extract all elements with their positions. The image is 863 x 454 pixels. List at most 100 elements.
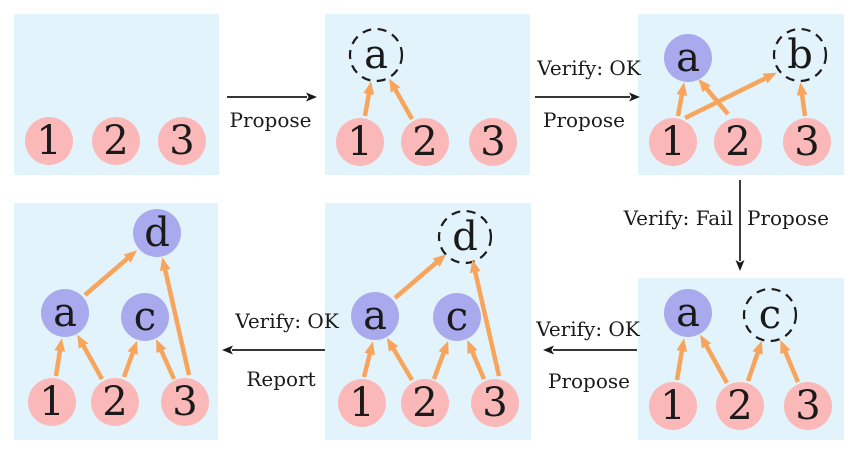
node-a: a	[664, 34, 712, 82]
node-c-label: c	[445, 294, 469, 340]
label-verify-fail-3: Verify: Fail	[623, 206, 733, 230]
edge-2-to-c	[121, 340, 138, 378]
proposed-outline-d	[437, 209, 493, 265]
node-d-label: d	[452, 214, 478, 260]
node-2-label: 2	[725, 119, 751, 165]
panel-verify-a-propose-b-edges	[675, 27, 828, 121]
label-report-5: Report	[246, 367, 316, 391]
edge-2-to-a	[700, 334, 729, 385]
node-1: 1	[338, 379, 386, 427]
node-1-label: 1	[36, 118, 62, 164]
node-3-label: 3	[794, 119, 820, 165]
node-c-label: c	[758, 292, 782, 338]
edge-1-to-a	[674, 338, 688, 381]
edge-1-to-a	[53, 338, 66, 377]
node-1: 1	[25, 117, 73, 165]
edge-3-to-c	[156, 339, 177, 380]
edge-2-to-a	[389, 78, 414, 121]
node-1: 1	[336, 118, 384, 166]
edge-1-to-a	[362, 81, 375, 117]
panel-propose-d-edges	[361, 209, 502, 382]
node-a-proposed: a	[352, 31, 400, 79]
proposed-outline-a	[348, 27, 404, 83]
node-3: 3	[161, 378, 209, 426]
node-b-proposed: b	[776, 31, 824, 79]
node-2-label: 2	[103, 118, 129, 164]
node-2-label: 2	[102, 379, 128, 425]
node-3-label: 3	[480, 119, 506, 165]
edge-3-to-d	[159, 257, 192, 376]
node-a: a	[41, 289, 89, 337]
node-3-label: 3	[172, 379, 198, 425]
node-1-label: 1	[347, 119, 373, 165]
node-2-label: 2	[727, 383, 753, 429]
edge-1-to-b	[684, 72, 777, 121]
node-a-label: a	[676, 35, 700, 81]
edge-3-to-b	[796, 82, 808, 117]
edge-3-to-c	[467, 340, 487, 380]
node-a-label: a	[364, 32, 388, 78]
edge-3-to-c	[780, 340, 801, 383]
node-2: 2	[716, 382, 764, 430]
edge-a-to-d	[393, 254, 447, 300]
node-3: 3	[784, 382, 832, 430]
node-3: 3	[783, 118, 831, 166]
node-2: 2	[401, 379, 449, 427]
edge-2-to-c	[431, 340, 449, 380]
node-a: a	[664, 289, 712, 337]
edge-2-to-a	[77, 334, 104, 381]
edge-2-to-c	[745, 340, 763, 382]
node-d-proposed: d	[441, 213, 489, 261]
label-propose-2: Propose	[542, 108, 625, 132]
node-a-label: a	[53, 290, 77, 336]
panel-final-report: d a c 1 2 3	[14, 203, 218, 440]
edge-1-to-a	[361, 341, 375, 378]
node-3-label: 3	[795, 383, 821, 429]
node-1-label: 1	[660, 383, 686, 429]
panel-propose-c-edges	[674, 287, 801, 385]
label-verify-ok-5: Verify: OK	[235, 309, 339, 333]
node-c-proposed: c	[746, 291, 794, 339]
panel-propose-a: a 1 2 3	[325, 14, 530, 175]
panel-final-report-edges	[53, 250, 192, 381]
edge-3-to-d	[469, 259, 502, 377]
node-1: 1	[649, 118, 697, 166]
node-2: 2	[92, 117, 140, 165]
node-3-label: 3	[482, 380, 508, 426]
node-2: 2	[401, 118, 449, 166]
node-d: d	[133, 209, 181, 257]
node-1-label: 1	[660, 119, 686, 165]
node-2: 2	[91, 378, 139, 426]
node-d-label: d	[144, 210, 170, 256]
node-2: 2	[714, 118, 762, 166]
node-a: a	[351, 292, 399, 340]
edge-a-to-d	[83, 250, 138, 297]
node-1-label: 1	[39, 379, 65, 425]
node-a-label: a	[676, 290, 700, 336]
edge-1-to-a	[675, 82, 688, 117]
panel-propose-a-edges	[348, 27, 414, 121]
node-3: 3	[158, 117, 206, 165]
node-c: c	[433, 293, 481, 341]
panel-initial: 1 2 3	[14, 14, 219, 175]
node-3-label: 3	[169, 118, 195, 164]
node-1: 1	[649, 382, 697, 430]
node-c-label: c	[133, 294, 157, 340]
label-propose-3: Propose	[747, 206, 830, 230]
edge-2-to-a	[386, 337, 414, 382]
label-propose-4: Propose	[547, 369, 630, 393]
panel-propose-c: a c 1 2 3	[638, 278, 844, 440]
node-a-label: a	[363, 293, 387, 339]
node-1: 1	[28, 378, 76, 426]
panel-propose-d: d a c 1 2 3	[325, 203, 531, 440]
node-b-label: b	[787, 32, 813, 78]
node-3: 3	[471, 379, 519, 427]
label-verify-ok-2: Verify: OK	[537, 56, 641, 80]
proposed-outline-b	[772, 27, 828, 83]
node-2-label: 2	[412, 380, 438, 426]
node-2-label: 2	[412, 119, 438, 165]
panel-verify-a-propose-b: a b 1 2 3	[638, 14, 844, 175]
node-1-label: 1	[349, 380, 375, 426]
label-verify-ok-4: Verify: OK	[536, 317, 640, 341]
